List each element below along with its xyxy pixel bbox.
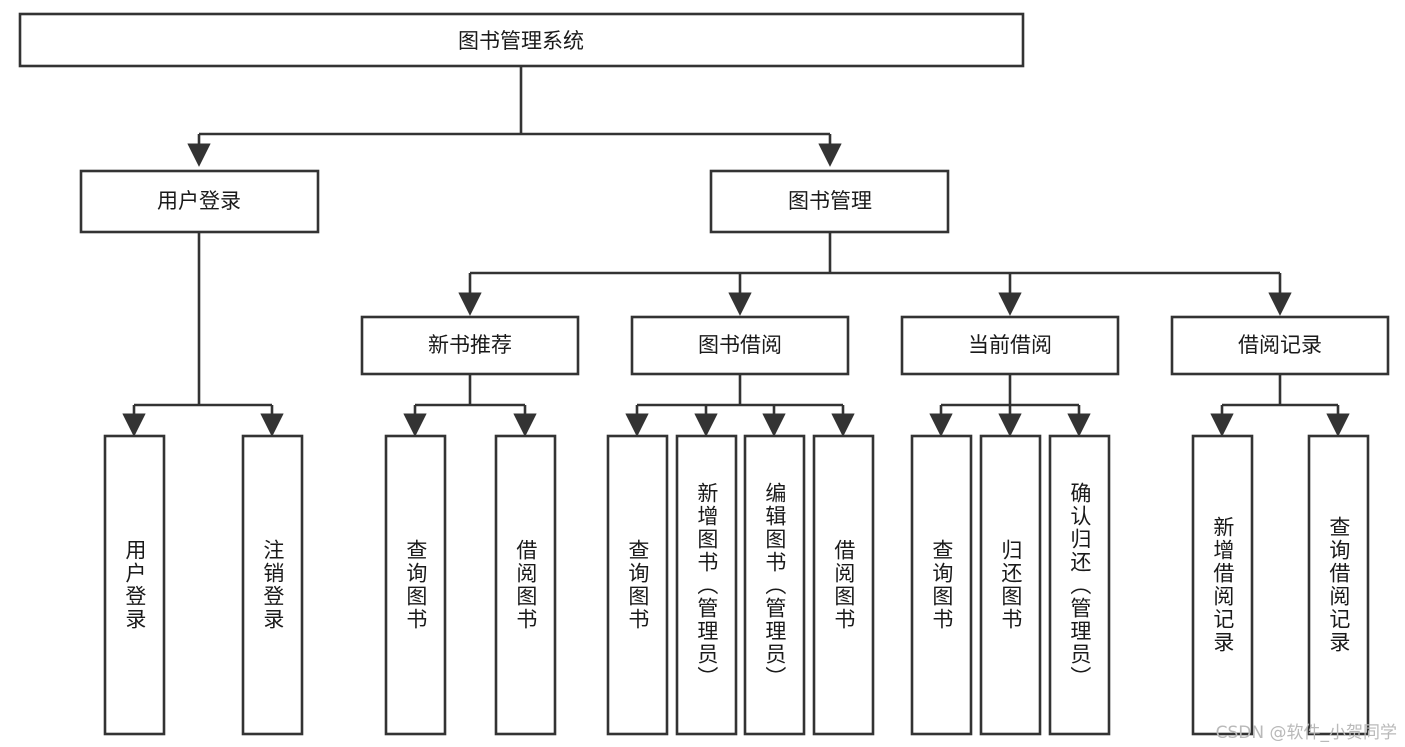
node-level1-1-label: 图书管理 [788,189,872,213]
leaf-borrow-record-0-box[interactable] [1191,434,1254,736]
leaf-current-borrow-2-box[interactable] [1048,434,1111,736]
node-root-label: 图书管理系统 [458,29,584,53]
node-level1-0-label: 用户登录 [157,189,241,213]
leaf-new-book-0-box[interactable] [384,434,447,736]
node-level2-0-box[interactable] [360,315,580,376]
leaf-new-book-1-box[interactable] [494,434,557,736]
node-root-box[interactable] [18,12,1025,68]
leaf-borrow-record-1-box[interactable] [1307,434,1370,736]
node-level2-1-label: 图书借阅 [698,333,782,357]
node-level1-1-box[interactable] [709,169,950,234]
node-level2-3-label: 借阅记录 [1238,333,1322,357]
leaf-book-borrow-3-box[interactable] [812,434,875,736]
node-level2-2-label: 当前借阅 [968,333,1052,357]
node-level2-1-box[interactable] [630,315,850,376]
watermark: CSDN @软件_小贺同学 [1215,723,1397,743]
node-level2-0-label: 新书推荐 [428,333,512,357]
leaf-current-borrow-1-box[interactable] [979,434,1042,736]
leaf-current-borrow-0-box[interactable] [910,434,973,736]
node-level2-3-box[interactable] [1170,315,1390,376]
leaf-book-borrow-2-box[interactable] [743,434,806,736]
leaf-user-login-0-box[interactable] [103,434,166,736]
leaf-book-borrow-0-box[interactable] [606,434,669,736]
leaf-book-borrow-1-box[interactable] [675,434,738,736]
node-level2-2-box[interactable] [900,315,1120,376]
leaf-user-login-1-box[interactable] [241,434,304,736]
